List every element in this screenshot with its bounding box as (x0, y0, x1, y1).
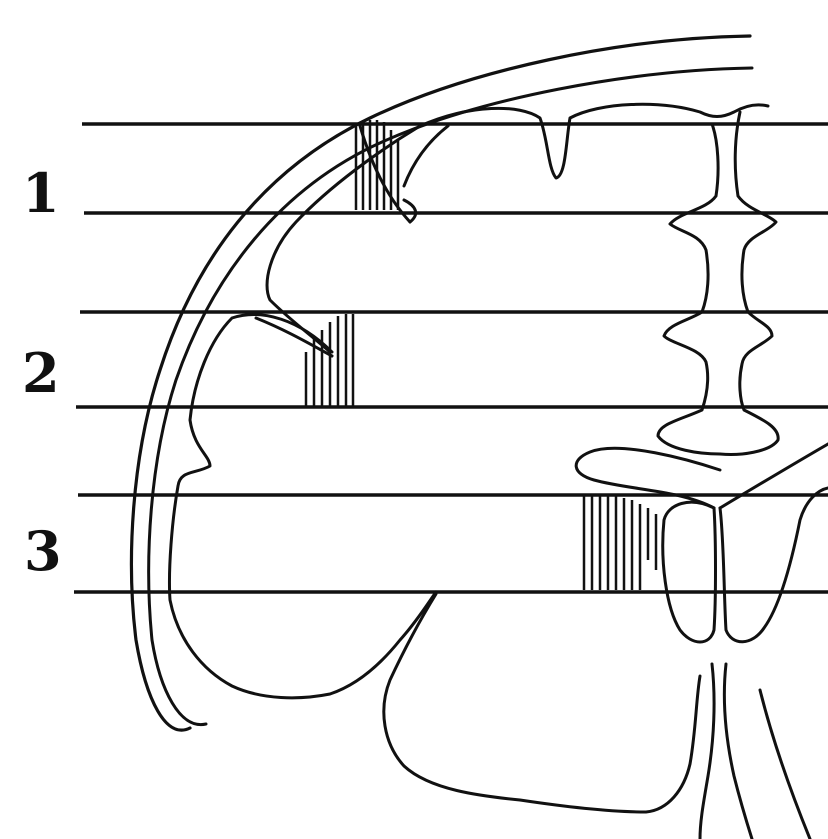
spinal-cord-left (700, 664, 714, 839)
band-2-structures (256, 314, 353, 406)
lower-structures (384, 594, 810, 839)
ventricle-upper (658, 124, 720, 454)
band-label-3: 3 (24, 519, 62, 583)
cerebellum-edge (760, 690, 810, 839)
band-label-1: 1 (22, 161, 60, 225)
skull-outer-arc (131, 36, 750, 730)
sulcus-1c (404, 126, 448, 186)
band-1-structures (356, 120, 448, 222)
band-labels: 1 2 3 (22, 161, 62, 583)
hatching-3 (584, 494, 656, 590)
brainstem-right (720, 488, 828, 642)
ventricle-upper-right (720, 112, 778, 454)
hatching-1 (356, 120, 398, 210)
skull-inner-arc (149, 68, 752, 725)
brainstem-left (663, 502, 716, 642)
midline-ventricles (576, 112, 828, 642)
cortex-lateral-contour (169, 315, 436, 698)
third-ventricle-wings (576, 448, 720, 508)
skull-outline (131, 36, 752, 730)
band-label-2: 2 (22, 341, 60, 405)
spinal-cord-right (724, 664, 752, 839)
cortex-outline (169, 104, 768, 698)
hatching-2 (306, 314, 353, 406)
temporal-lobe-lower (384, 594, 700, 812)
